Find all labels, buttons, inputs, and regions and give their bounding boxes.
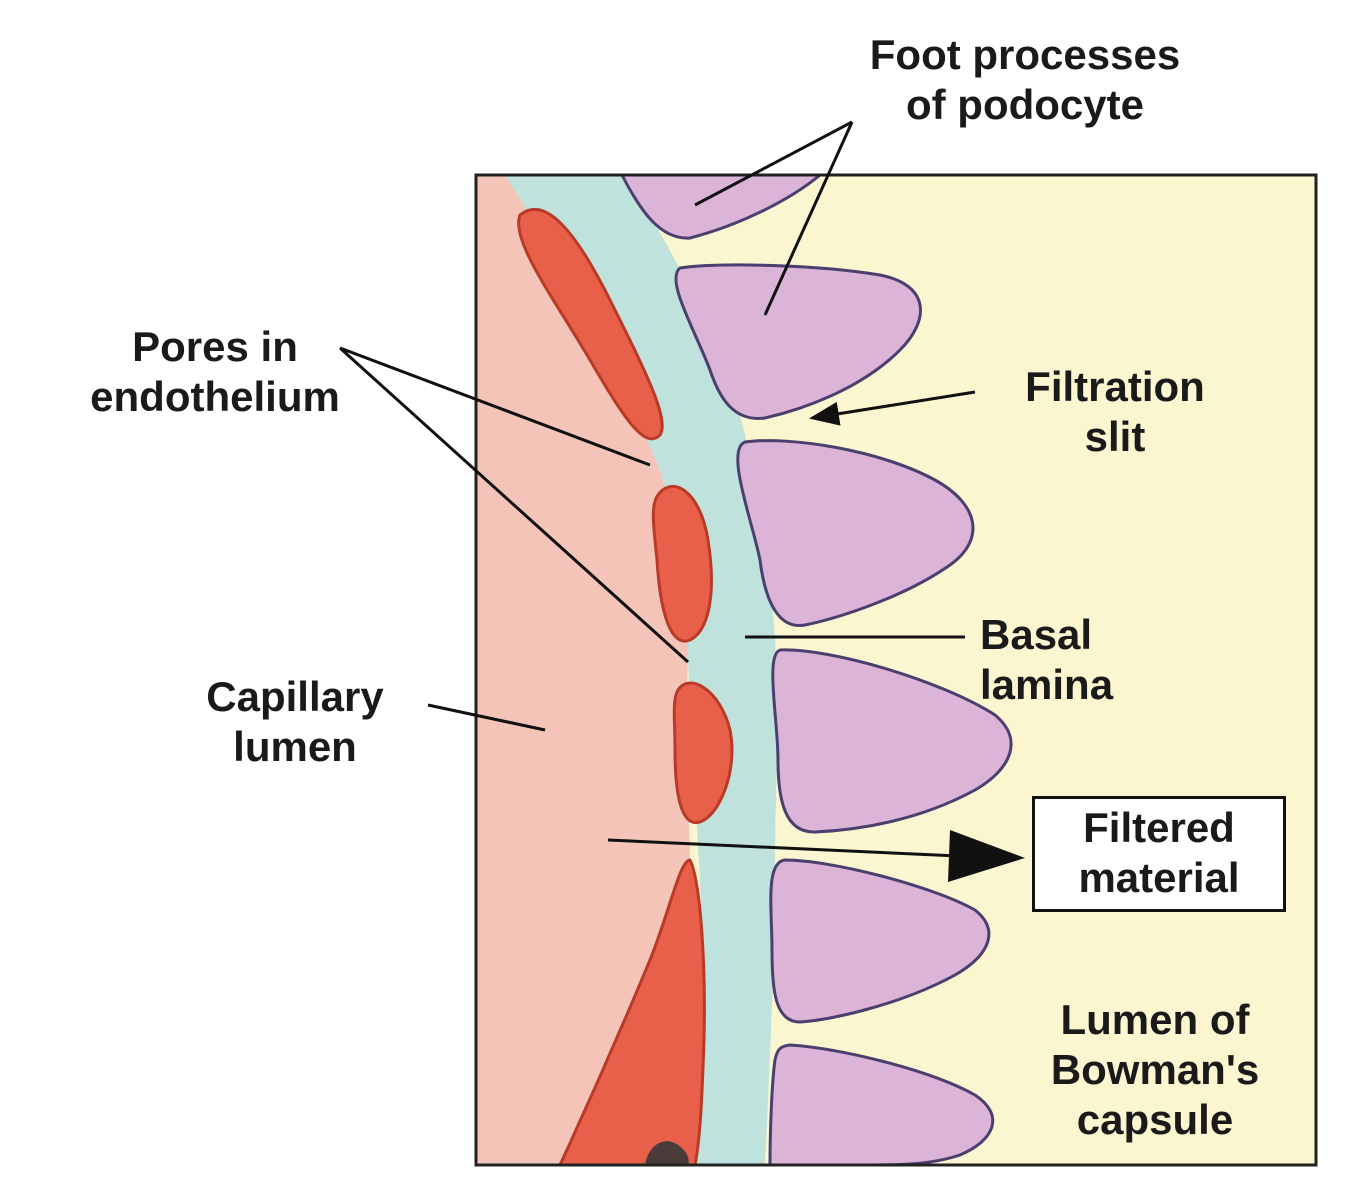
filtered-material-arrowhead — [948, 830, 1025, 882]
leader-lines — [338, 120, 976, 732]
pores-leader-1 — [339, 346, 651, 467]
foot-process-leader-2 — [763, 121, 854, 316]
pores-leader-2 — [338, 346, 690, 664]
filtration-slit-arrow — [809, 390, 976, 426]
endothelium — [517, 208, 734, 1167]
pores-label: Pores in endothelium — [90, 323, 340, 420]
foot-process-leader-1 — [694, 120, 853, 207]
filtration-slit-label: Filtration slit — [1025, 363, 1205, 460]
podocyte-foot-processes — [619, 173, 1013, 1167]
filtered-material-line — [607, 838, 959, 858]
foot-processes-label: Foot processes of podocyte — [869, 31, 1181, 128]
filtered-material-label: Filtered material — [1032, 796, 1286, 912]
bowman-lumen-label: Lumen of Bowman's capsule — [1050, 996, 1260, 1143]
diagram-frame — [474, 173, 1318, 1167]
capillary-lumen-label: Capillary lumen — [206, 673, 384, 770]
basal-lamina-label: Basal lamina — [980, 611, 1114, 708]
capillary-lumen-leader — [427, 703, 546, 732]
basal-lamina-band — [505, 175, 778, 1165]
